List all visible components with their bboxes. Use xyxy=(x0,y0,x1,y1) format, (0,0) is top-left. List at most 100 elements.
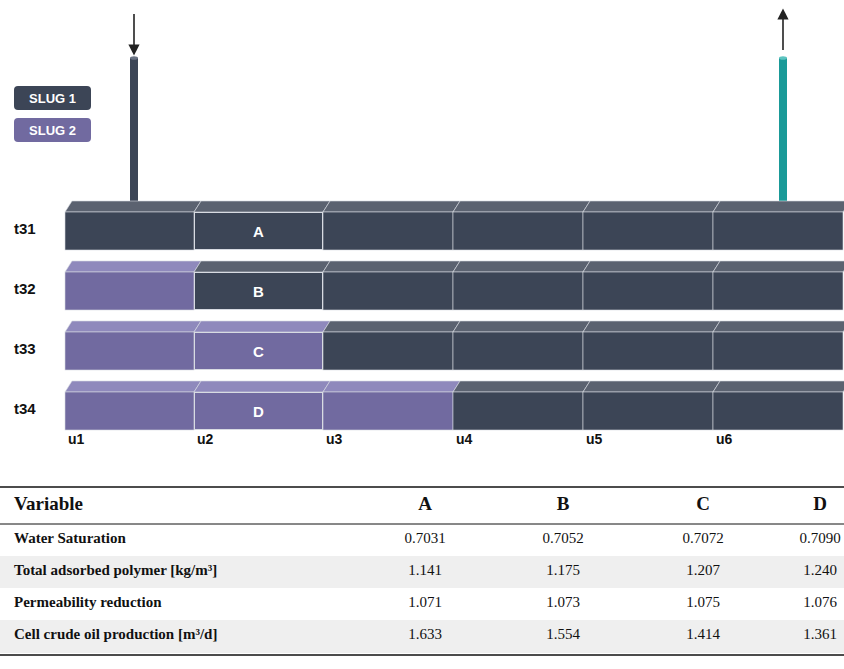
cell-face xyxy=(65,332,194,370)
row-shade xyxy=(0,556,844,588)
cell-top xyxy=(194,261,330,272)
column-label: u4 xyxy=(456,431,472,447)
legend-swatch: SLUG 2 xyxy=(14,118,91,142)
row-shade xyxy=(0,620,844,653)
legend-text: SLUG 1 xyxy=(29,91,76,106)
table-cell: B xyxy=(557,493,570,515)
cell-face xyxy=(583,332,713,370)
cell-face xyxy=(453,212,583,250)
cell-top xyxy=(453,381,590,392)
cell-face xyxy=(453,392,583,430)
well-cap xyxy=(130,56,138,60)
cell-top xyxy=(583,321,720,332)
injection-well xyxy=(130,58,138,206)
table-cell: 1.073 xyxy=(546,594,580,611)
cell-face xyxy=(453,272,583,310)
row-label: t34 xyxy=(14,400,36,417)
cell-top xyxy=(713,321,844,332)
table-cell: 1.207 xyxy=(686,562,720,579)
cell-top xyxy=(453,261,590,272)
table-cell: 0.7072 xyxy=(682,530,723,547)
cell-face xyxy=(713,212,843,250)
cell-top xyxy=(194,201,330,212)
cell-top xyxy=(713,201,844,212)
cell-face xyxy=(65,392,194,430)
cell-top xyxy=(323,261,460,272)
cell-face xyxy=(65,272,194,310)
cell-box: C xyxy=(194,332,323,370)
cell-face xyxy=(583,212,713,250)
reservoir-rows xyxy=(65,201,844,430)
cell-face xyxy=(713,392,843,430)
column-label: u1 xyxy=(68,431,84,447)
cell-box: B xyxy=(194,272,323,310)
cell-top xyxy=(323,321,460,332)
table-cell: D xyxy=(813,493,827,515)
table-cell: 0.7090 xyxy=(799,530,840,547)
table-cell: Cell crude oil production [m³/d] xyxy=(14,626,217,643)
table-cell: 1.554 xyxy=(546,626,580,643)
table-cell: Permeability reduction xyxy=(14,594,162,611)
cell-top xyxy=(65,381,201,392)
cell-face xyxy=(583,272,713,310)
cell-letter: A xyxy=(253,223,264,240)
row-label: t32 xyxy=(14,280,36,297)
column-label: u6 xyxy=(716,431,732,447)
cell-face xyxy=(713,272,843,310)
legend-swatch: SLUG 1 xyxy=(14,86,91,110)
cell-face xyxy=(583,392,713,430)
table-cell: Total adsorbed polymer [kg/m³] xyxy=(14,562,217,579)
cell-top xyxy=(453,321,590,332)
cell-top xyxy=(194,381,330,392)
table-cell: 1.075 xyxy=(686,594,720,611)
column-label: u5 xyxy=(586,431,602,447)
column-label: u2 xyxy=(197,431,213,447)
table-cell: 0.7031 xyxy=(404,530,445,547)
cell-face xyxy=(713,332,843,370)
table-cell: Water Saturation xyxy=(14,530,126,547)
legend-text: SLUG 2 xyxy=(29,123,76,138)
cell-top xyxy=(65,321,201,332)
cell-top xyxy=(583,381,720,392)
cell-top xyxy=(713,381,844,392)
table-cell: 1.071 xyxy=(408,594,442,611)
cell-top xyxy=(194,321,330,332)
table-cell: 1.240 xyxy=(803,562,837,579)
cell-box: A xyxy=(194,212,323,250)
row-label: t33 xyxy=(14,340,36,357)
cell-top xyxy=(65,261,201,272)
table-cell: 1.361 xyxy=(803,626,837,643)
cell-letter: C xyxy=(253,343,264,360)
table-cell: 1.175 xyxy=(546,562,580,579)
column-label: u3 xyxy=(326,431,342,447)
production-arrow xyxy=(782,14,784,50)
table-cell: 1.414 xyxy=(686,626,720,643)
injection-arrow xyxy=(133,14,135,50)
cell-top xyxy=(583,201,720,212)
cell-face xyxy=(453,332,583,370)
cell-top xyxy=(323,201,460,212)
cell-box: D xyxy=(194,392,323,430)
table-cell: A xyxy=(418,493,432,515)
cell-top xyxy=(323,381,460,392)
well-cap xyxy=(779,56,787,60)
table-rule xyxy=(0,486,844,488)
cell-face xyxy=(323,212,453,250)
table-rule xyxy=(0,654,844,656)
cell-face xyxy=(323,272,453,310)
table-cell: 1.141 xyxy=(408,562,442,579)
row-label: t31 xyxy=(14,220,36,237)
cell-letter: D xyxy=(253,403,264,420)
cell-face xyxy=(65,212,194,250)
wells xyxy=(130,14,787,208)
cell-top xyxy=(453,201,590,212)
table-cell: 1.633 xyxy=(408,626,442,643)
table-cell: 1.076 xyxy=(803,594,837,611)
cell-face xyxy=(323,392,453,430)
table-cell: C xyxy=(696,493,710,515)
production-well xyxy=(779,58,787,208)
table-rule xyxy=(0,524,844,525)
cell-top xyxy=(713,261,844,272)
table-cell: Variable xyxy=(14,493,83,515)
cell-face xyxy=(323,332,453,370)
